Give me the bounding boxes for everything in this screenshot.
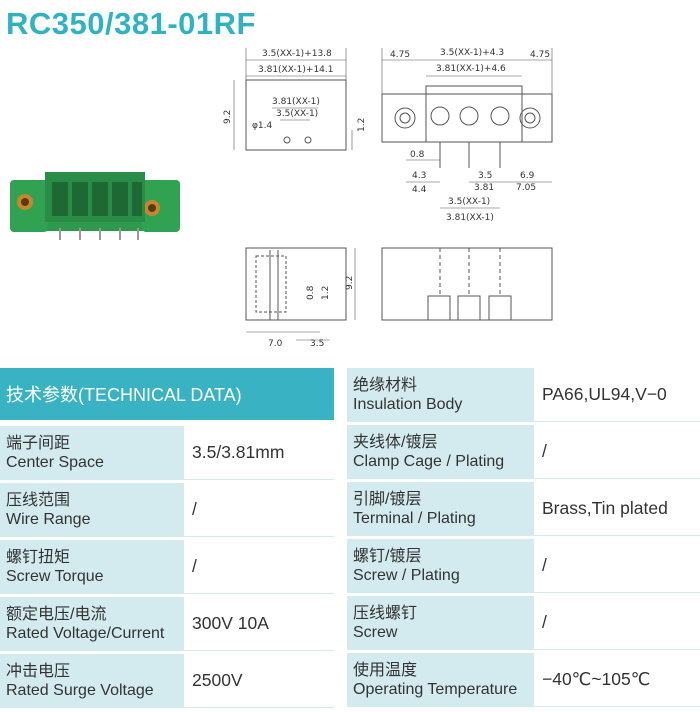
top-dim-1: 3.5(XX-1)+13.8 (262, 49, 332, 59)
right-spec-label: 压线螺钉 Screw (347, 596, 534, 650)
right-spec-label-en: Screw / Plating (353, 567, 460, 584)
left-spec-value: 2500V (184, 654, 334, 708)
left-spec-value: / (184, 540, 334, 594)
right-spec-value: / (534, 596, 700, 650)
right-spec-label: 使用温度 Operating Temperature (347, 653, 534, 707)
top-dim-2: 3.81(XX-1)+14.1 (258, 65, 334, 75)
left-spec-label: 额定电压/电流 Rated Voltage/Current (0, 597, 184, 651)
pitch-dim-1: 3.81(XX-1) (272, 97, 320, 107)
left-spec-label-cn: 压线范围 (6, 492, 71, 509)
top-view (233, 48, 353, 151)
right-spec-label-cn: 引脚/镀层 (353, 491, 422, 508)
right-spec-row: 压线螺钉 Screw / (347, 596, 700, 650)
technical-data-tables: 技术参数(TECHNICAL DATA) 端子间距 Center Space 3.5… (0, 368, 700, 712)
left-spec-label-en: Wire Range (6, 511, 91, 528)
right-spec-value: PA66,UL94,V−0 (534, 368, 700, 422)
product-title: RC350/381-01RF (6, 6, 256, 41)
product-photo (10, 172, 180, 240)
left-spec-label-en: Screw Torque (6, 568, 104, 585)
front-dim-4-4: 4.4 (412, 185, 427, 195)
right-spec-label: 引脚/镀层 Terminal / Plating (347, 482, 534, 536)
front-dim-pitch-2: 3.81(XX-1) (446, 213, 494, 223)
right-spec-row: 螺钉/镀层 Screw / Plating / (347, 539, 700, 593)
right-spec-label-en: Clamp Cage / Plating (353, 453, 505, 470)
front-dim-top-2: 3.81(XX-1)+4.6 (436, 64, 506, 74)
front-dim-pin: 0.8 (410, 150, 425, 160)
section-view (245, 247, 356, 341)
right-spec-label-en: Screw (353, 624, 398, 641)
front-dim-left: 4.75 (390, 50, 410, 60)
right-spec-label: 螺钉/镀层 Screw / Plating (347, 539, 534, 593)
left-spec-label-cn: 端子间距 (6, 435, 71, 452)
left-spec-value: / (184, 483, 334, 537)
left-spec-label: 螺钉扭矩 Screw Torque (0, 540, 184, 594)
right-spec-label-cn: 螺钉/镀层 (353, 548, 422, 565)
front-dim-7-05: 7.05 (516, 183, 536, 193)
left-spec-row: 螺钉扭矩 Screw Torque / (0, 540, 334, 594)
right-spec-label: 夹线体/镀层 Clamp Cage / Plating (347, 425, 534, 479)
left-spec-label: 端子间距 Center Space (0, 426, 184, 480)
right-spec-label-cn: 使用温度 (353, 662, 418, 679)
right-spec-value: Brass,Tin plated (534, 482, 700, 536)
section-dim-9-2: 9.2 (345, 276, 355, 290)
section-dim-0-8: 0.8 (306, 285, 316, 300)
left-spec-value: 300V 10A (184, 597, 334, 651)
left-spec-label-en: Rated Surge Voltage (6, 682, 154, 699)
pitch-dim-2: 3.5(XX-1) (276, 109, 318, 119)
left-spec-label-en: Center Space (6, 454, 104, 471)
right-spec-value: / (534, 539, 700, 593)
side-height-dim: 9.2 (223, 110, 233, 124)
right-spec-label: 绝缘材料 Insulation Body (347, 368, 534, 422)
technical-drawing: 3.5(XX-1)+13.8 3.81(XX-1)+14.1 9.2 3.81(… (10, 48, 553, 349)
right-spec-row: 夹线体/镀层 Clamp Cage / Plating / (347, 425, 700, 479)
left-spec-label-cn: 额定电压/电流 (6, 606, 107, 623)
right-spec-label-cn: 绝缘材料 (353, 377, 418, 394)
front-dim-4-3: 4.3 (412, 171, 426, 181)
left-spec-row: 额定电压/电流 Rated Voltage/Current 300V 10A (0, 597, 334, 651)
right-spec-label-cn: 压线螺钉 (353, 605, 418, 622)
section-dim-3-5: 3.5 (310, 339, 324, 349)
front-view (381, 48, 553, 209)
left-spec-row: 冲击电压 Rated Surge Voltage 2500V (0, 654, 334, 708)
front-dim-right: 4.75 (530, 50, 550, 60)
left-spec-label-en: Rated Voltage/Current (6, 625, 165, 642)
front-dim-6-9: 6.9 (520, 171, 535, 181)
section-dim-1-2: 1.2 (321, 286, 331, 300)
right-spec-label-cn: 夹线体/镀层 (353, 434, 438, 451)
right-spec-label-en: Insulation Body (353, 396, 463, 413)
left-spec-label: 压线范围 Wire Range (0, 483, 184, 537)
section-dim-7-0: 7.0 (268, 339, 283, 349)
bottom-view (381, 247, 553, 321)
technical-data-header: 技术参数(TECHNICAL DATA) (0, 368, 334, 420)
left-spec-label: 冲击电压 Rated Surge Voltage (0, 654, 184, 708)
left-spec-row: 压线范围 Wire Range / (0, 483, 334, 537)
right-spec-row: 绝缘材料 Insulation Body PA66,UL94,V−0 (347, 368, 700, 422)
right-spec-label-en: Terminal / Plating (353, 510, 476, 527)
right-spec-row: 引脚/镀层 Terminal / Plating Brass,Tin plated (347, 482, 700, 536)
right-spec-label-en: Operating Temperature (353, 681, 518, 698)
left-spec-row: 端子间距 Center Space 3.5/3.81mm (0, 426, 334, 480)
hole-diameter: φ1.4 (252, 121, 273, 131)
front-dim-3-5: 3.5 (478, 171, 492, 181)
right-spec-value: −40℃~105℃ (534, 653, 700, 707)
right-spec-value: / (534, 425, 700, 479)
right-spec-row: 使用温度 Operating Temperature −40℃~105℃ (347, 653, 700, 707)
left-spec-label-cn: 冲击电压 (6, 663, 71, 680)
hole-offset: 1.2 (357, 118, 367, 132)
left-spec-label-cn: 螺钉扭矩 (6, 549, 71, 566)
front-dim-top-1: 3.5(XX-1)+4.3 (440, 48, 504, 58)
front-dim-3-81: 3.81 (474, 183, 494, 193)
left-spec-value: 3.5/3.81mm (184, 426, 334, 480)
front-dim-pitch-1: 3.5(XX-1) (448, 197, 490, 207)
